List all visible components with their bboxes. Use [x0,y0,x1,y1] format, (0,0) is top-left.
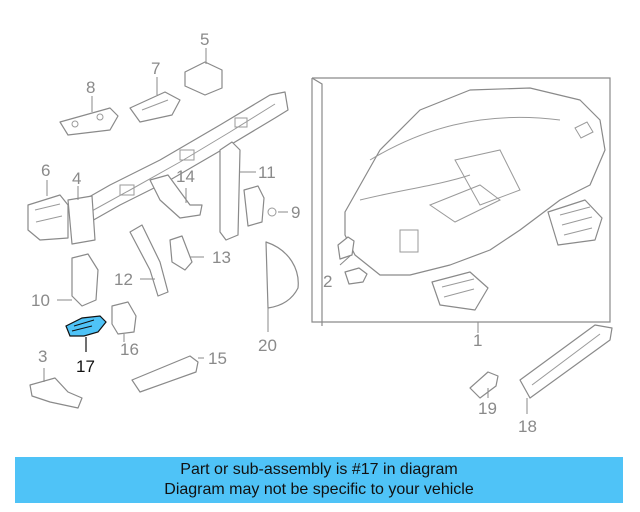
callout-1: 1 [473,331,482,350]
callout-6: 6 [41,161,50,180]
callout-9: 9 [291,203,300,222]
callout-13: 13 [212,248,231,267]
callout-4: 4 [72,169,81,188]
part-19-bracket [469,371,499,399]
part-13-bracket [169,235,204,271]
side-vent [547,199,603,246]
callout-11: 11 [258,163,276,182]
part-5-bracket [184,48,223,96]
callout-18: 18 [518,417,537,436]
callout-20: 20 [258,336,277,355]
part-8-bracket [59,96,119,136]
instrument-panel-group [311,77,611,333]
part-17-highlighted[interactable] [65,315,107,352]
part-9-bracket [243,185,288,227]
callout-2: 2 [323,272,332,291]
part-20-panel [265,241,299,332]
part-6-bracket [27,180,69,241]
callout-8: 8 [86,78,95,97]
info-banner: Part or sub-assembly is #17 in diagram D… [15,457,623,503]
callout-5: 5 [200,30,209,49]
banner-line-2: Diagram may not be specific to your vehi… [164,481,474,498]
part-11-upright [219,141,256,241]
callout-7: 7 [151,59,160,78]
clip-2 [344,267,368,285]
part-3-bracket [29,368,83,409]
center-vent [431,271,489,311]
callout-17: 17 [76,357,95,376]
callout-10: 10 [31,291,50,310]
callout-12: 12 [114,270,133,289]
instrument-panel-shape [344,87,606,276]
part-10-bracket [57,253,99,307]
banner-line-1: Part or sub-assembly is #17 in diagram [180,461,458,478]
part-15-rail [131,355,204,393]
instrument-panel-box [311,77,611,323]
exploded-parts-diagram: 1 2 3 4 5 6 7 8 9 10 11 12 13 14 15 16 1… [27,30,613,436]
part-12-brace [129,224,169,297]
cross-car-beam [67,91,289,245]
callout-16: 16 [120,340,139,359]
part-7-bracket [129,77,181,123]
callout-14: 14 [176,167,195,186]
callout-15: 15 [208,349,227,368]
part-14-bracket [149,174,203,219]
part-16-bracket [111,301,137,342]
part-18-rail [519,324,613,414]
part-17-shape[interactable] [65,315,107,337]
callout-3: 3 [38,347,47,366]
callout-19: 19 [478,399,497,418]
